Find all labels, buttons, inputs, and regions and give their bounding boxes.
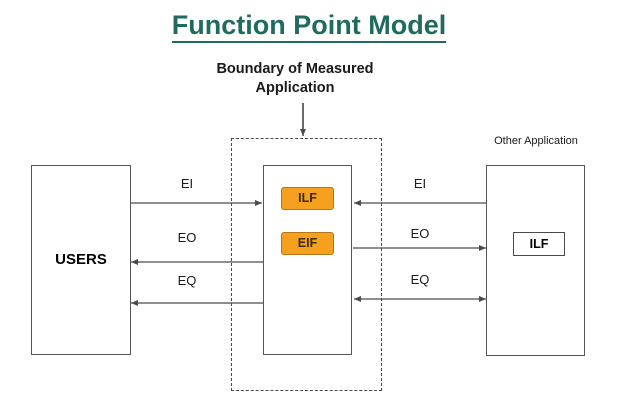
other-application-label: Other Application — [494, 135, 578, 147]
flow-label-left-ei: EI — [180, 176, 194, 191]
measured-application-boundary — [231, 138, 382, 391]
users-box — [31, 165, 131, 355]
diagram-title: Function Point Model — [0, 10, 618, 43]
ilf-chip: ILF — [281, 187, 334, 210]
flow-label-right-eo: EO — [410, 226, 430, 241]
users-box-label: USERS — [55, 251, 107, 268]
other-application-box — [486, 165, 585, 356]
diagram-title-text: Function Point Model — [171, 10, 447, 43]
flow-label-left-eo: EO — [177, 230, 197, 245]
flow-label-right-eq: EQ — [410, 272, 430, 287]
eif-chip: EIF — [281, 232, 334, 255]
boundary-annotation-label: Boundary of Measured Application — [216, 61, 374, 96]
flow-label-right-ei: EI — [413, 176, 427, 191]
other-application-ilf-chip: ILF — [513, 232, 565, 256]
flow-label-left-eq: EQ — [177, 273, 197, 288]
